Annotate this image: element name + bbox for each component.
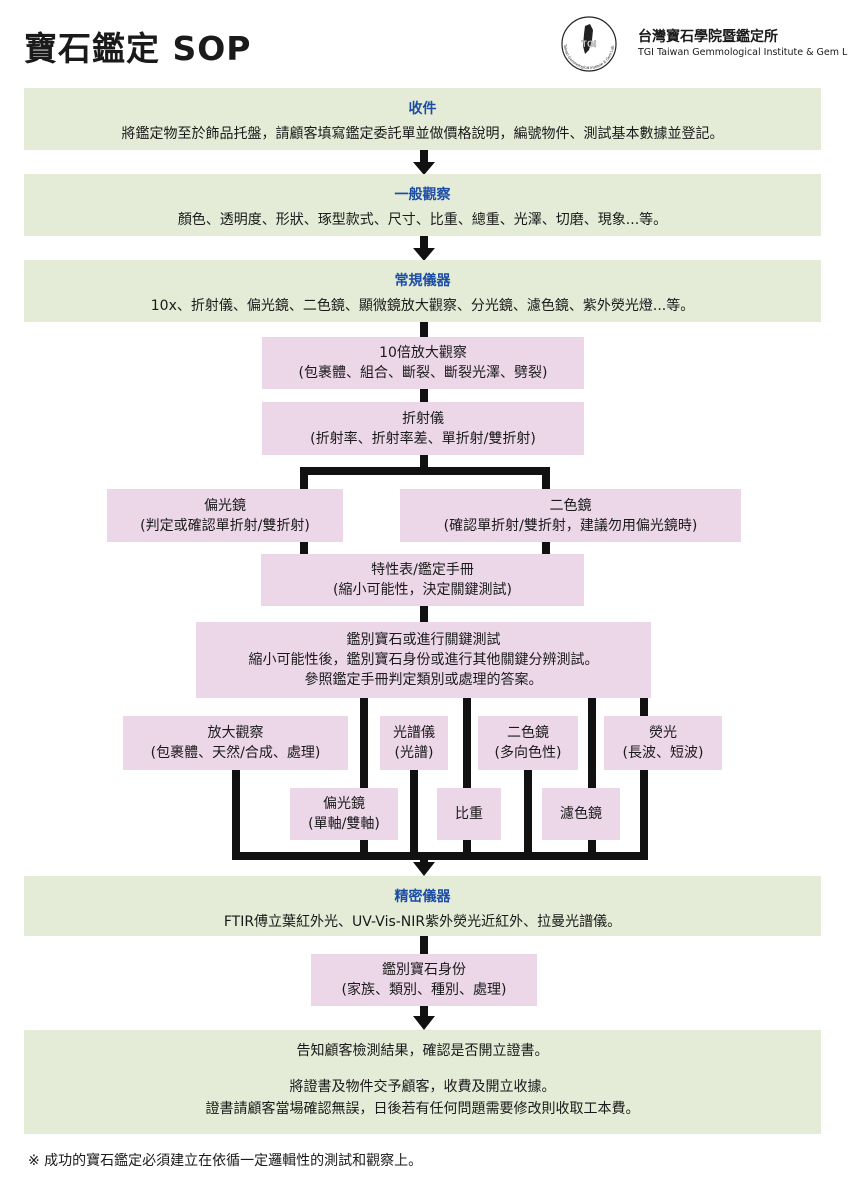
polariscope-detail: (判定或確認單折射/雙折射) [140, 517, 310, 534]
step-receive-body: 將鑑定物至於飾品托盤，請顧客填寫鑑定委託單並做價格說明，編號物件、測試基本數據並… [121, 126, 724, 142]
step-receive-heading: 收件 [408, 101, 437, 117]
logo-name-en: TGI Taiwan Gemmological Institute & Gem … [638, 47, 848, 58]
identify-title: 鑑別寶石或進行關鍵測試 [346, 632, 501, 648]
test-spectro-title: 光譜儀 [393, 725, 435, 741]
identify-detail-2: 參照鑑定手冊判定類別或處理的答案。 [304, 672, 543, 688]
step-refractometer: 折射儀 (折射率、折射率差、單折射/雙折射) [262, 402, 584, 455]
test-dichroscope: 二色鏡 (多向色性) [478, 716, 578, 770]
footnote: ※ 成功的寶石鑑定必須建立在依循一定邏輯性的測試和觀察上。 [28, 1153, 423, 1169]
test-magnification: 放大觀察 (包裹體、天然/合成、處理) [123, 716, 348, 770]
step-notify-customer: 告知顧客檢測結果，確認是否開立證書。 將證書及物件交予顧客，收費及開立收據。 證… [24, 1030, 821, 1134]
notify-line-3: 證書請顧客當場確認無誤，日後若有任何問題需要修改則收取工本費。 [205, 1101, 640, 1117]
test-magnify-detail: (包裹體、天然/合成、處理) [150, 745, 321, 761]
step-dichroscope: 二色鏡 (確認單折射/雙折射，建議勿用偏光鏡時) [400, 489, 741, 542]
test-fluor-title: 熒光 [649, 725, 677, 741]
polariscope-title: 偏光鏡 [204, 497, 246, 514]
refract-detail: (折射率、折射率差、單折射/雙折射) [310, 430, 536, 447]
test-dichro-title: 二色鏡 [507, 725, 549, 741]
step-property-chart: 特性表/鑑定手冊 (縮小可能性，決定關鍵測試) [261, 554, 584, 606]
test-dichro-detail: (多向色性) [494, 745, 562, 761]
arrow-down-icon [413, 1016, 435, 1030]
tgi-emblem: TGI Taiwan Gemmological Institute & Gem … [561, 16, 617, 72]
step-standard-body: 10x、折射儀、偏光鏡、二色鏡、顯微鏡放大觀察、分光鏡、濾色鏡、紫外熒光燈...… [150, 298, 695, 314]
test-spectro-detail: (光譜) [394, 745, 434, 761]
magnify-detail: (包裹體、組合、斷裂、斷裂光澤、劈裂) [298, 365, 548, 381]
page-title: 寶石鑑定 SOP [24, 29, 252, 68]
chart-title: 特性表/鑑定手冊 [371, 562, 474, 578]
step-precision-heading: 精密儀器 [394, 889, 451, 905]
step-identify-key-test: 鑑別寶石或進行關鍵測試 縮小可能性後，鑑別寶石身份或進行其他關鍵分辨測試。 參照… [196, 622, 651, 698]
step-general-observation: 一般觀察 顏色、透明度、形狀、琢型款式、尺寸、比重、總重、光澤、切磨、現象...… [24, 174, 821, 236]
step-standard-instruments: 常規儀器 10x、折射儀、偏光鏡、二色鏡、顯微鏡放大觀察、分光鏡、濾色鏡、紫外熒… [24, 260, 821, 322]
refract-title: 折射儀 [402, 410, 444, 427]
logo-mark: TGI [582, 39, 597, 49]
arrow-down-icon [413, 862, 435, 876]
notify-line-1: 告知顧客檢測結果，確認是否開立證書。 [296, 1043, 549, 1059]
step-10x-magnification: 10倍放大觀察 (包裹體、組合、斷裂、斷裂光澤、劈裂) [262, 337, 584, 389]
test-fluorescence: 熒光 (長波、短波) [604, 716, 722, 770]
test-polariscope: 偏光鏡 (單軸/雙軸) [290, 788, 398, 840]
magnify-title: 10倍放大觀察 [379, 345, 467, 361]
step-precision-body: FTIR傅立葉紅外光、UV-Vis-NIR紫外熒光近紅外、拉曼光譜儀。 [223, 914, 622, 930]
step-precision-instruments: 精密儀器 FTIR傅立葉紅外光、UV-Vis-NIR紫外熒光近紅外、拉曼光譜儀。 [24, 876, 821, 936]
step-general-heading: 一般觀察 [394, 187, 451, 203]
logo: TGI Taiwan Gemmological Institute & Gem … [552, 14, 848, 74]
test-spectroscope: 光譜儀 (光譜) [380, 716, 448, 770]
connector [420, 150, 428, 164]
test-polari-detail: (單軸/雙軸) [308, 816, 380, 832]
taiwan-map-icon [583, 24, 593, 54]
step-identity-result: 鑑別寶石身份 (家族、類別、種別、處理) [311, 954, 537, 1006]
step-standard-heading: 常規儀器 [394, 273, 451, 289]
step-polariscope: 偏光鏡 (判定或確認單折射/雙折射) [107, 489, 343, 542]
result-title: 鑑別寶石身份 [382, 962, 466, 978]
test-filter-title: 濾色鏡 [560, 806, 602, 822]
step-receive: 收件 將鑑定物至於飾品托盤，請顧客填寫鑑定委託單並做價格說明，編號物件、測試基本… [24, 88, 821, 150]
dichroscope-detail: (確認單折射/雙折射，建議勿用偏光鏡時) [443, 517, 698, 534]
step-general-body: 顏色、透明度、形狀、琢型款式、尺寸、比重、總重、光澤、切磨、現象...等。 [177, 212, 668, 228]
logo-name-zh: 台灣寶石學院暨鑑定所 [638, 29, 778, 45]
dichroscope-title: 二色鏡 [549, 497, 592, 514]
identify-detail-1: 縮小可能性後，鑑別寶石身份或進行其他關鍵分辨測試。 [248, 652, 599, 668]
test-color-filter: 濾色鏡 [542, 788, 620, 840]
test-sg-title: 比重 [455, 806, 483, 822]
arrow-down-icon [413, 162, 435, 175]
test-polari-title: 偏光鏡 [323, 796, 365, 812]
test-fluor-detail: (長波、短波) [622, 745, 704, 761]
arrow-down-icon [413, 248, 435, 261]
test-specific-gravity: 比重 [437, 788, 501, 840]
chart-detail: (縮小可能性，決定關鍵測試) [333, 582, 512, 598]
result-detail: (家族、類別、種別、處理) [341, 982, 507, 998]
test-magnify-title: 放大觀察 [207, 725, 264, 741]
notify-line-2: 將證書及物件交予顧客，收費及開立收據。 [289, 1079, 556, 1095]
